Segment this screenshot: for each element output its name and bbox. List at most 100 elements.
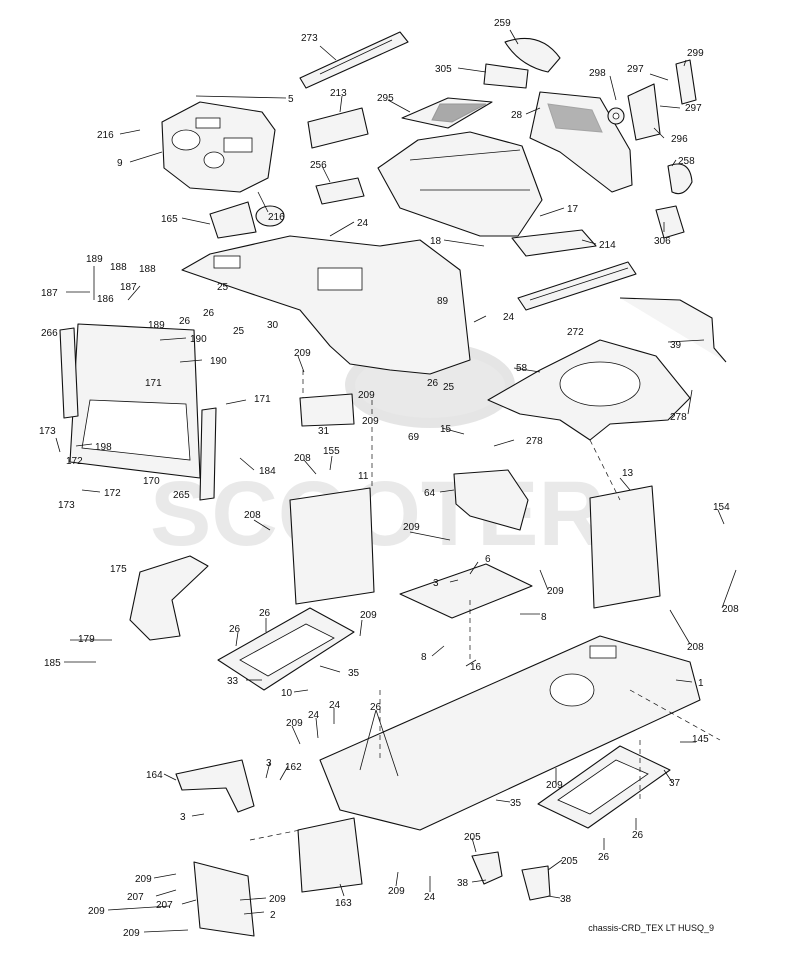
part-298-headlight-housing xyxy=(529,91,633,193)
callout-26b: 26 xyxy=(179,316,191,327)
part-31-bracket xyxy=(299,393,355,427)
part-258-knob xyxy=(667,163,693,195)
callout-184: 184 xyxy=(259,466,276,477)
part-33-footrest xyxy=(217,607,355,691)
callout-58: 58 xyxy=(516,363,528,374)
callout-207a: 207 xyxy=(127,892,144,903)
part-295-vent xyxy=(401,97,493,129)
diagram-caption: chassis-CRD_TEX LT HUSQ_9 xyxy=(588,923,714,933)
callout-216a: 216 xyxy=(97,130,114,141)
part-170-panel xyxy=(69,323,201,479)
callout-187a: 187 xyxy=(41,288,58,299)
callout-8a: 8 xyxy=(541,612,547,623)
callout-305: 305 xyxy=(435,64,452,75)
part-297-lamp-bracket xyxy=(627,83,661,141)
callout-209e: 209 xyxy=(547,586,564,597)
callout-163: 163 xyxy=(335,898,352,909)
part-38-bracket-right xyxy=(521,865,551,901)
callout-187b: 187 xyxy=(120,282,137,293)
callout-173b: 173 xyxy=(58,500,75,511)
callout-24e: 24 xyxy=(424,892,436,903)
callout-208c: 208 xyxy=(722,604,739,615)
callout-190b: 190 xyxy=(210,356,227,367)
callout-209f: 209 xyxy=(360,610,377,621)
leader-lines xyxy=(55,29,737,933)
callout-13: 13 xyxy=(622,468,634,479)
callout-170: 170 xyxy=(143,476,160,487)
callout-24c: 24 xyxy=(329,700,341,711)
callout-278b: 278 xyxy=(526,436,543,447)
callout-64: 64 xyxy=(424,488,436,499)
callout-1: 1 xyxy=(698,678,704,689)
callout-186: 186 xyxy=(97,294,114,305)
watermark-text: SCOOTER xyxy=(150,463,605,565)
callout-165: 165 xyxy=(161,214,178,225)
callout-9: 9 xyxy=(117,158,123,169)
callout-69: 69 xyxy=(408,432,420,443)
callout-154: 154 xyxy=(713,502,730,513)
part-17-hood xyxy=(377,131,543,237)
callout-171a: 171 xyxy=(145,378,162,389)
callout-306: 306 xyxy=(654,236,671,247)
callout-185: 185 xyxy=(44,658,61,669)
part-39-bracket xyxy=(619,297,727,363)
callout-35a: 35 xyxy=(348,668,360,679)
part-163-plate xyxy=(297,817,363,893)
callout-205a: 205 xyxy=(464,832,481,843)
callout-30: 30 xyxy=(267,320,279,331)
callout-209h: 209 xyxy=(546,780,563,791)
callout-189a: 189 xyxy=(86,254,103,265)
part-38-bracket-left xyxy=(471,851,503,885)
callout-26a: 26 xyxy=(203,308,215,319)
callout-216b: 216 xyxy=(268,212,285,223)
callout-26h: 26 xyxy=(598,852,610,863)
part-273-grille xyxy=(299,31,409,89)
callout-175: 175 xyxy=(110,564,127,575)
callout-164: 164 xyxy=(146,770,163,781)
callout-38b: 38 xyxy=(560,894,572,905)
callout-33: 33 xyxy=(227,676,239,687)
callout-259: 259 xyxy=(494,18,511,29)
part-30-fender xyxy=(181,235,471,375)
part-305-block xyxy=(483,63,529,89)
callout-24a: 24 xyxy=(357,218,369,229)
part-272-grille xyxy=(517,261,637,311)
callout-172b: 172 xyxy=(104,488,121,499)
callout-258: 258 xyxy=(678,156,695,167)
part-265-strip xyxy=(199,407,217,501)
callout-209j: 209 xyxy=(135,874,152,885)
part-footrest-right xyxy=(537,745,671,829)
part-6-plate xyxy=(399,563,533,619)
callout-89: 89 xyxy=(437,296,449,307)
callout-162: 162 xyxy=(285,762,302,773)
callout-28: 28 xyxy=(511,110,523,121)
part-266-strip xyxy=(59,327,79,419)
callout-213: 213 xyxy=(330,88,347,99)
callout-179: 179 xyxy=(78,634,95,645)
callout-3a: 3 xyxy=(433,578,439,589)
callout-198: 198 xyxy=(95,442,112,453)
callout-labels: 273 259 299 305 297 298 297 28 296 5 213… xyxy=(39,18,739,939)
part-1-frame xyxy=(319,635,701,831)
part-256-pad xyxy=(315,177,365,205)
part-13-plate xyxy=(589,485,661,609)
guide-lines xyxy=(249,370,721,841)
callout-3b: 3 xyxy=(266,758,272,769)
callout-35b: 35 xyxy=(510,798,522,809)
callout-256: 256 xyxy=(310,160,327,171)
callout-208a: 208 xyxy=(294,453,311,464)
part-9-dash-panel xyxy=(161,101,276,193)
callout-37: 37 xyxy=(669,778,681,789)
callout-214: 214 xyxy=(599,240,616,251)
callout-26c: 26 xyxy=(427,378,439,389)
callout-5: 5 xyxy=(288,94,294,105)
callout-209d: 209 xyxy=(403,522,420,533)
callout-190a: 190 xyxy=(190,334,207,345)
callout-17: 17 xyxy=(567,204,579,215)
callout-209b: 209 xyxy=(358,390,375,401)
callout-145: 145 xyxy=(692,734,709,745)
callout-26d: 26 xyxy=(259,608,271,619)
callout-31: 31 xyxy=(318,426,330,437)
part-165-cover xyxy=(209,201,285,239)
